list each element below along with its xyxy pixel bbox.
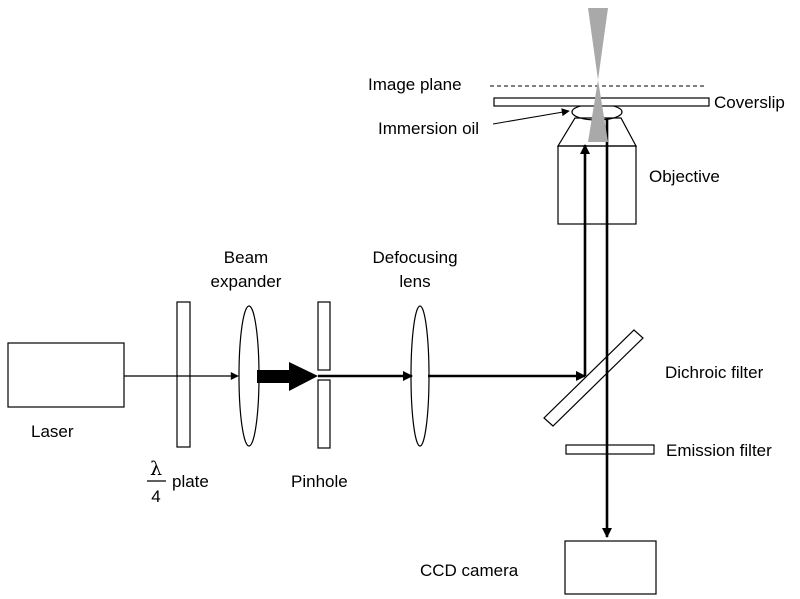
focus-cone-upper: [588, 8, 608, 80]
pinhole-upper-plate: [317, 301, 331, 371]
emission-filter-label: Emission filter: [666, 441, 772, 460]
focus-cone-lower: [588, 80, 608, 142]
pinhole-lower-plate: [317, 379, 331, 449]
laser-label: Laser: [31, 422, 74, 441]
immersion-oil-label: Immersion oil: [378, 119, 479, 138]
expanded-beam-arrowhead: [289, 362, 318, 391]
pinhole-label: Pinhole: [291, 472, 348, 491]
image-plane-label: Image plane: [368, 75, 462, 94]
objective-label: Objective: [649, 167, 720, 186]
lambda-symbol: λ: [150, 458, 162, 480]
immersion-oil-pointer: [492, 108, 570, 125]
defocusing-lens: [410, 305, 430, 447]
objective-nosepiece: [556, 117, 638, 147]
quarter-denominator: 4: [151, 487, 160, 506]
laser-box: [7, 342, 125, 408]
coverslip-label: Coverslip: [714, 93, 785, 112]
beam-expander-lens: [238, 305, 260, 447]
expanded-beam: [257, 370, 291, 383]
ccd-camera-label: CCD camera: [420, 561, 519, 580]
ccd-camera: [564, 540, 657, 595]
emission-filter: [565, 444, 655, 455]
plate-label: plate: [172, 472, 209, 491]
defocusing-lens-label-line1: Defocusing: [372, 248, 457, 267]
beam-expander-label-line1: Beam: [224, 248, 268, 267]
quarter-wave-plate: [176, 301, 191, 448]
objective-body: [557, 145, 637, 225]
dichroic-filter-label: Dichroic filter: [665, 363, 764, 382]
defocusing-lens-label-line2: lens: [399, 272, 430, 291]
beam-expander-label-line2: expander: [211, 272, 282, 291]
dichroic-filter: [543, 329, 644, 427]
